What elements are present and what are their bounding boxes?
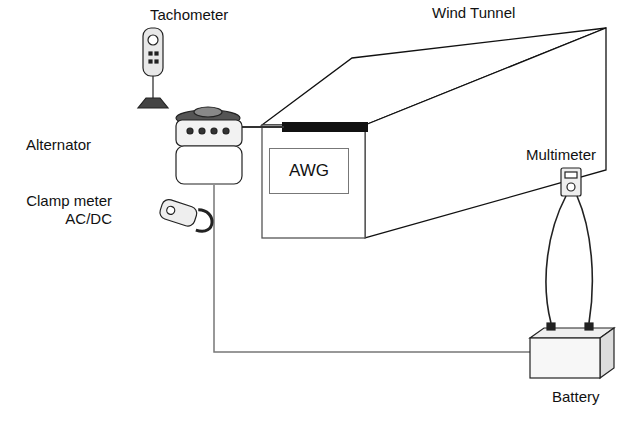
part-label: Multimeter bbox=[526, 146, 596, 164]
part-label: Wind Tunnel bbox=[432, 4, 515, 22]
tunnel-front bbox=[262, 125, 365, 238]
node-text: AWG bbox=[289, 161, 329, 181]
battery-icon bbox=[530, 323, 614, 378]
alternator-icon bbox=[176, 107, 242, 184]
tunnel-side bbox=[365, 28, 606, 238]
tachometer-icon bbox=[138, 28, 168, 108]
multimeter-icon bbox=[546, 168, 592, 323]
part-label: Clamp meter AC/DC bbox=[8, 192, 112, 228]
wire bbox=[214, 185, 590, 352]
part-label: Alternator bbox=[26, 136, 91, 154]
shaft bbox=[240, 126, 284, 128]
clamp-meter-icon bbox=[158, 198, 215, 234]
part-label: Tachometer bbox=[150, 6, 228, 24]
part-label: Battery bbox=[552, 388, 600, 406]
shaft-bar bbox=[282, 122, 368, 132]
awg-box: AWG bbox=[269, 148, 349, 194]
